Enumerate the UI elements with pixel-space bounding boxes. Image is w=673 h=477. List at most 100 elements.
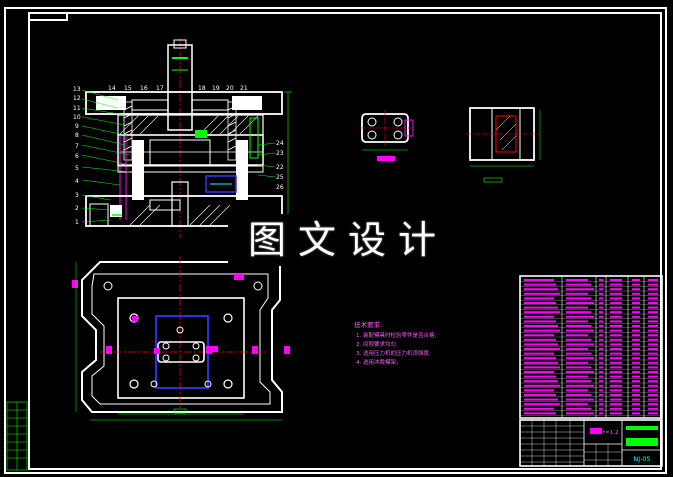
bom-cell-mark [648,357,658,360]
bom-cell-mark [632,371,640,373]
bom-cell-mark [610,357,622,360]
part-view-1 [360,110,414,161]
title-block: t=1.2 NJ-05 [519,419,663,467]
bom-cell-mark [599,371,603,373]
bom-cell-mark [566,315,594,318]
bom-cell-mark [648,283,658,286]
bom-cell-mark [610,380,622,383]
bom-cell-mark [648,371,658,373]
bom-cell-mark [524,338,556,341]
drawing-code: NJ-05 [633,455,650,463]
bom-cell-mark [648,375,658,378]
plan-view [72,256,290,421]
bom-cell-mark [648,329,658,332]
bom-cell-mark [632,357,640,360]
bom-cell-mark [524,306,558,309]
bom-cell-mark [599,283,603,286]
bom-cell-mark [599,407,603,410]
tech-note-item: 1. 装配模具时检验零件是否合格; [356,331,436,339]
bom-cell-mark [632,389,640,392]
bom-cell-mark [610,384,622,387]
bom-cell-mark [566,292,588,295]
bom-cell-mark [566,407,591,410]
bom-cell-mark [599,302,603,304]
tech-notes: 技术要求: 1. 装配模具时检验零件是否合格; 2. 间隙要求均匀, 3. 选用… [354,320,436,366]
bom-cell-mark [632,380,640,383]
bom-cell-mark [524,407,554,410]
bom-cell-mark [632,311,640,314]
bom-cell-mark [524,361,558,364]
bom-cell-mark [599,334,603,337]
bom-cell-mark [648,311,658,314]
bom-cell-mark [648,306,658,309]
bom-cell-mark [566,352,591,355]
bom-cell-mark [648,334,658,337]
bom-cell-mark [566,297,591,300]
tech-note-item: 2. 间隙要求均匀, [356,340,398,348]
bom-cell-mark [599,348,603,350]
bom-cell-mark [566,279,588,281]
bom-cell-mark [566,334,588,337]
bom-cell-mark [648,380,658,383]
bom-cell-mark [632,288,640,291]
bom-cell-mark [524,297,554,300]
bom-cell-mark [648,352,658,355]
bom-cell-mark [599,338,603,341]
part-number: 7 [75,143,79,150]
bom-cell-mark [648,412,658,415]
bom-cell-mark [610,412,622,415]
tech-note-item: 4. 选用冲裁模架。 [356,358,402,366]
bom-cell-mark [599,292,603,295]
bom-cell-mark [632,394,640,396]
bom-cell-mark [648,361,658,364]
bom-cell-mark [648,348,658,350]
bom-cell-mark [599,320,603,323]
part-number: 3 [75,192,79,199]
part-number: 22 [276,164,284,171]
bom-cell-mark [599,325,603,327]
bom-cell-mark [599,389,603,392]
bom-cell-mark [599,352,603,355]
bom-cell-mark [610,297,622,300]
bom-cell-mark [610,361,622,364]
bom-cell-mark [566,394,591,396]
bom-cell-mark [632,325,640,327]
bom-cell-mark [599,297,603,300]
bom-cell-mark [610,334,622,337]
bom-cell-mark [632,315,640,318]
bom-cell-mark [632,302,640,304]
tech-notes-heading: 技术要求: [354,320,382,329]
bom-cell-mark [648,302,658,304]
part-number: 13 [73,86,81,93]
bom-cell-mark [524,394,556,396]
bom-cell-mark [599,306,603,309]
bom-cell-mark [599,329,603,332]
bom-cell-mark [610,338,622,341]
bom-cell-mark [632,375,640,378]
bom-cell-mark [524,352,554,355]
binding-margin-table [6,401,28,471]
bom-cell-mark [524,283,556,286]
bom-cell-mark [610,389,622,392]
part-number: 16 [140,85,148,92]
bom-cell-mark [599,279,603,281]
bom-cell-mark [648,320,658,323]
bom-cell-mark [610,348,622,350]
bom-cell-mark [566,403,588,406]
outer-frame [4,7,667,474]
bom-cell-mark [632,292,640,295]
bom-cell-mark [566,366,591,369]
bom-cell-mark [566,329,594,332]
bom-cell-mark [524,371,554,373]
part-number: 19 [212,85,220,92]
bom-cell-mark [610,407,622,410]
bom-cell-mark [648,389,658,392]
part-number: 4 [75,178,79,185]
bom-cell-mark [524,389,554,392]
bom-cell-mark [632,361,640,364]
bom-cell-mark [524,380,558,383]
bom-cell-mark [599,375,603,378]
bom-cell-mark [610,302,622,304]
bom-cell-mark [648,407,658,410]
bom-cell-mark [566,357,594,360]
